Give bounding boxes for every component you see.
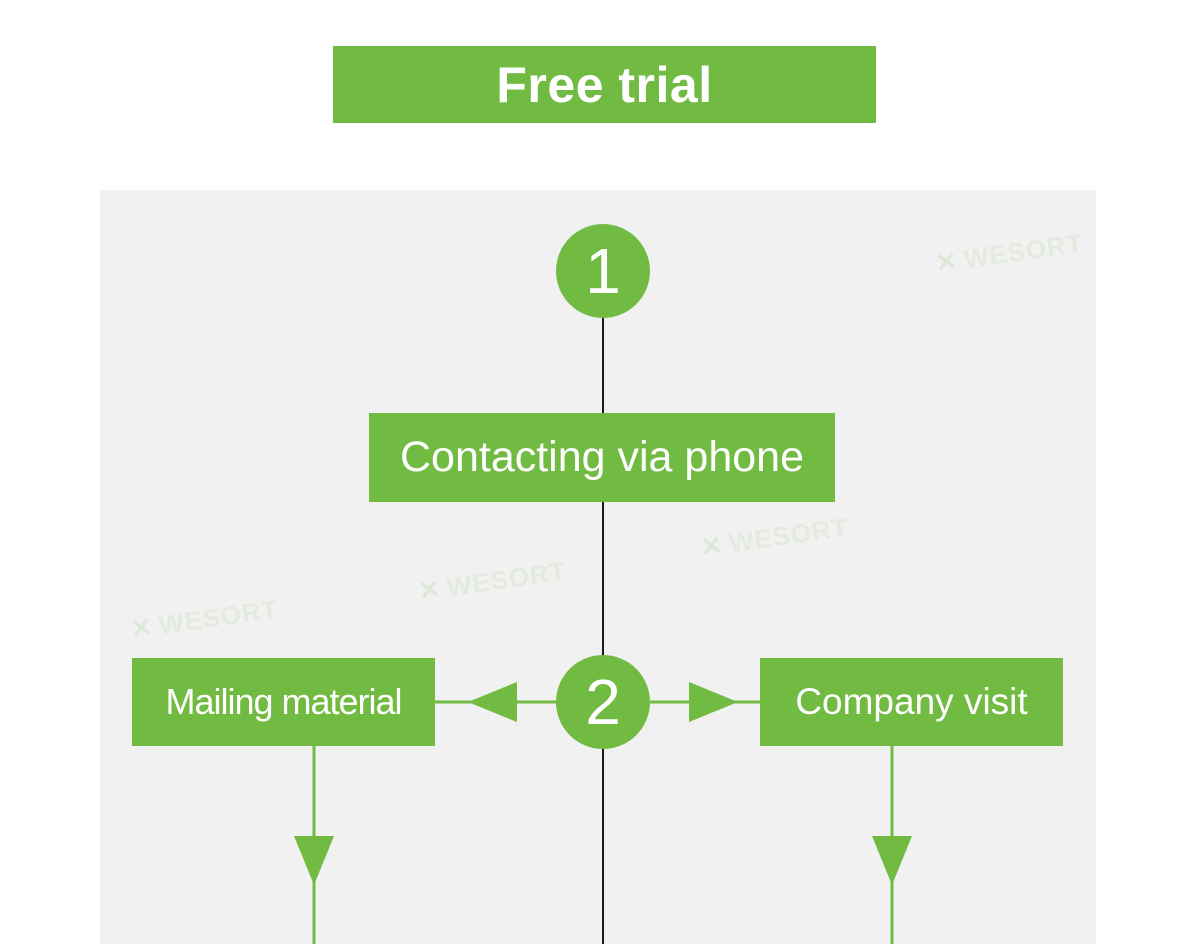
step-2-number: 2: [585, 666, 621, 738]
visit-down-arrow: [872, 836, 912, 885]
left-arrow-head: [468, 682, 517, 722]
company-visit-box: Company visit: [760, 658, 1063, 746]
title-banner: Free trial: [333, 46, 876, 123]
mailing-material-box: Mailing material: [132, 658, 435, 746]
contact-phone-box: Contacting via phone: [369, 413, 835, 502]
right-arrow-head: [689, 682, 738, 722]
step-2-circle: 2: [556, 655, 650, 749]
step-1-circle: 1: [556, 224, 650, 318]
mailing-down-arrow: [294, 836, 334, 885]
contact-phone-label: Contacting via phone: [399, 433, 804, 481]
mailing-material-label: Mailing material: [165, 681, 402, 722]
company-visit-label: Company visit: [795, 681, 1028, 722]
step-1-number: 1: [585, 235, 621, 307]
title-text: Free trial: [496, 56, 713, 113]
